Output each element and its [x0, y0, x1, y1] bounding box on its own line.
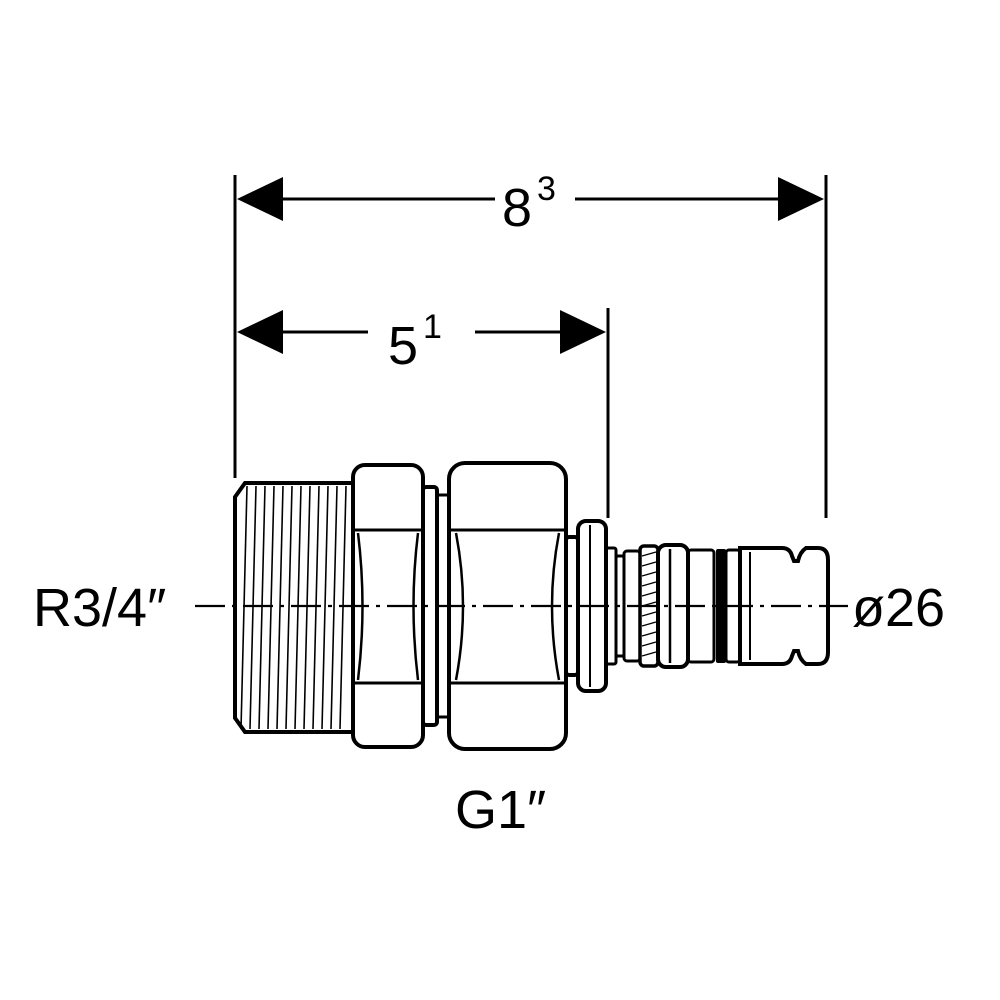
overall-length-superscript: 3 — [537, 170, 556, 208]
thread-lines — [240, 485, 347, 730]
thread-size-label: R3/4″ — [33, 578, 166, 638]
o-ring — [716, 549, 726, 663]
overall-length-value: 8 — [502, 178, 532, 238]
union-thread-label: G1″ — [455, 780, 546, 840]
overall-length-dimension: 8 3 — [233, 170, 828, 518]
pipe-diameter-label: ø26 — [852, 578, 945, 638]
insertion-length-superscript: 1 — [423, 308, 442, 346]
arrowhead-left — [237, 177, 283, 221]
male-thread-body — [233, 481, 355, 734]
arrowhead-left — [237, 310, 283, 354]
arrowhead-right — [560, 310, 606, 354]
arrowhead-right — [778, 177, 824, 221]
insertion-length-dimension: 5 1 — [237, 308, 610, 518]
insertion-length-value: 5 — [388, 316, 418, 376]
